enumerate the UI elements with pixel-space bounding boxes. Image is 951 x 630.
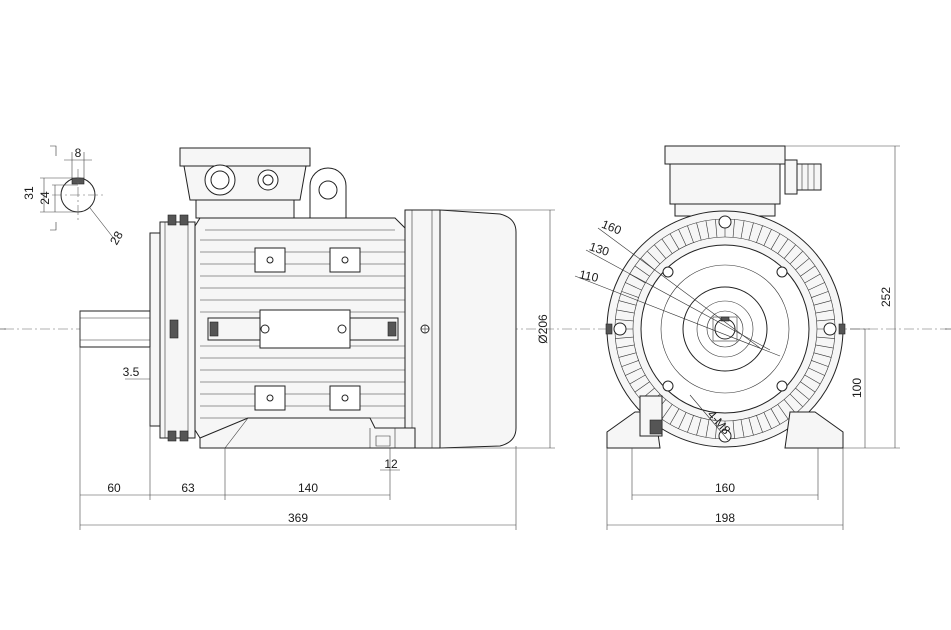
dim-flange-to-foot: 63 [181,481,195,495]
fin [687,415,694,433]
fin [696,417,702,436]
fin [795,387,810,400]
shaft [79,310,151,348]
fin [811,291,829,298]
fin [715,219,718,238]
fin [654,244,667,259]
fin [696,222,702,241]
dim-diameter-28: 28 [107,228,126,247]
fin [647,251,661,265]
dim-shaft-height: 100 [850,378,864,398]
fin [815,344,834,349]
fin [616,344,635,349]
dim-foot-span: 140 [298,481,318,495]
dim-key-width: 8 [75,146,82,160]
dim-height-24: 24 [38,191,52,205]
fin [804,273,821,284]
fin [621,291,639,298]
fin [618,352,637,358]
fin [800,381,816,393]
fin [770,233,781,250]
fin [705,220,710,239]
fin [756,415,763,433]
fin [732,219,735,238]
fin [783,399,796,414]
dim-flange-offset: 3.5 [123,365,140,379]
fin [808,367,825,376]
fin [813,300,832,306]
fin [811,360,829,367]
fin [678,229,687,246]
end-terminal-box [664,145,786,165]
fin [813,352,832,358]
fin [661,404,673,420]
dim-foot-bolt: 12 [384,457,398,471]
radial-fins [615,219,835,439]
front-flange [149,232,161,427]
cable-gland [784,159,798,195]
fin [705,419,710,438]
fin [808,282,825,291]
dim-sq-160: 160 [600,217,624,238]
fin [616,309,635,314]
fin [661,238,673,254]
fin [625,367,642,376]
fin [621,360,639,367]
fin [789,251,803,265]
fin [816,336,835,339]
fin [678,412,687,429]
fin [763,412,772,429]
fin [748,222,754,241]
fin [800,265,816,277]
fin [789,393,803,407]
side-dimensions: 60 63 140 369 12 3.5 Ø206 [79,209,555,530]
fin [625,282,642,291]
shaft-section: 8 31 24 28 [22,145,126,247]
dim-height-31: 31 [22,186,36,200]
end-view: 160 130 110 4-M8 160 198 252 100 [574,145,900,530]
side-view: 60 63 140 369 12 3.5 Ø206 [79,147,555,530]
dim-sq-130: 130 [588,239,612,259]
dim-shaft-length: 60 [107,481,121,495]
dim-foot-centers: 160 [715,481,735,495]
dim-diameter: Ø206 [536,314,550,344]
fin [783,244,796,259]
fin [687,225,694,243]
dim-overall-width: 198 [715,511,735,525]
fin [804,374,821,385]
fin [756,225,763,243]
fin [715,420,718,439]
fin [777,404,789,420]
terminal-box [179,147,347,219]
fin [777,238,789,254]
fin [634,265,650,277]
fin [618,300,637,306]
fin [740,220,745,239]
dim-sq-110: 110 [578,267,600,285]
fin [634,381,650,393]
fin [740,419,745,438]
fin [816,319,835,322]
fin [615,336,634,339]
fin [795,258,810,271]
fin [770,408,781,425]
fin [748,417,754,436]
dim-total-height: 252 [879,287,893,307]
fin [629,374,646,385]
fin [815,309,834,314]
fin [669,408,680,425]
fin [732,420,735,439]
fin [669,233,680,250]
end-right-foot [784,411,844,449]
fin [615,319,634,322]
fin [763,229,772,246]
dim-overall-length: 369 [288,511,308,525]
fan-cowl [439,209,517,449]
